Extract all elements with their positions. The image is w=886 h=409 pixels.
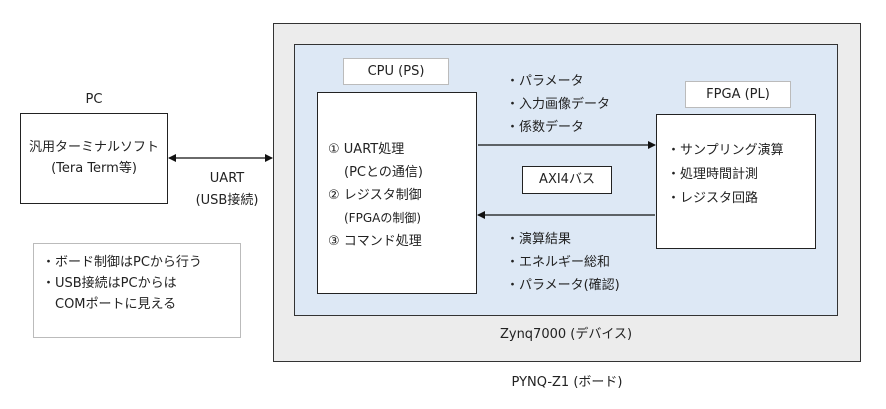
note-line-3: COMポートに見える xyxy=(55,297,177,312)
to-fpga-item: ・係数データ xyxy=(506,120,585,135)
uart-label-line1: UART xyxy=(209,171,245,186)
fpga-box: ・サンプリング演算 ・処理時間計測 ・レジスタ回路 xyxy=(656,114,816,249)
note-box: ・ボード制御はPCから行う ・USB接続はPCからは COMポートに見える xyxy=(33,243,241,338)
device-caption: Zynq7000 (デバイス) xyxy=(499,327,633,342)
cpu-box: ① UART処理 (PCとの通信) ② レジスタ制御 (FPGAの制御) ③ コ… xyxy=(317,92,477,294)
cpu-item-uart-detail: (PCとの通信) xyxy=(344,165,423,180)
to-cpu-item: ・エネルギー総和 xyxy=(506,255,611,270)
cpu-item-command: ③ コマンド処理 xyxy=(328,234,422,249)
to-fpga-list: ・パラメータ ・入力画像データ ・係数データ xyxy=(506,70,610,139)
cpu-item-uart: ① UART処理 xyxy=(328,142,405,157)
board-caption: PYNQ-Z1 (ボード) xyxy=(511,375,623,390)
to-cpu-item: ・パラメータ(確認) xyxy=(506,278,620,293)
note-line-2: ・USB接続はPCからは xyxy=(42,276,177,291)
cpu-item-register-detail: (FPGAの制御) xyxy=(344,211,422,225)
uart-label-line2: (USB接続) xyxy=(195,193,259,208)
fpga-label: FPGA (PL) xyxy=(685,81,791,108)
cpu-item-register: ② レジスタ制御 xyxy=(328,188,422,203)
pc-box: 汎用ターミナルソフト (Tera Term等) xyxy=(20,113,168,204)
pc-title: PC xyxy=(85,92,103,107)
to-cpu-item: ・演算結果 xyxy=(506,232,572,247)
cpu-label: CPU (PS) xyxy=(343,58,449,85)
axi4-bus-label: AXI4バス xyxy=(522,166,612,194)
uart-label: UART (USB接続) xyxy=(190,168,264,212)
fpga-item: ・サンプリング演算 xyxy=(667,143,784,158)
fpga-item: ・処理時間計測 xyxy=(667,167,759,182)
note-line-1: ・ボード制御はPCから行う xyxy=(42,255,202,270)
pc-software-example: (Tera Term等) xyxy=(51,161,137,176)
pc-software-name: 汎用ターミナルソフト xyxy=(28,140,159,155)
to-fpga-item: ・パラメータ xyxy=(506,74,584,89)
to-fpga-item: ・入力画像データ xyxy=(506,97,611,112)
to-cpu-list: ・演算結果 ・エネルギー総和 ・パラメータ(確認) xyxy=(506,228,620,297)
fpga-item: ・レジスタ回路 xyxy=(667,191,759,206)
